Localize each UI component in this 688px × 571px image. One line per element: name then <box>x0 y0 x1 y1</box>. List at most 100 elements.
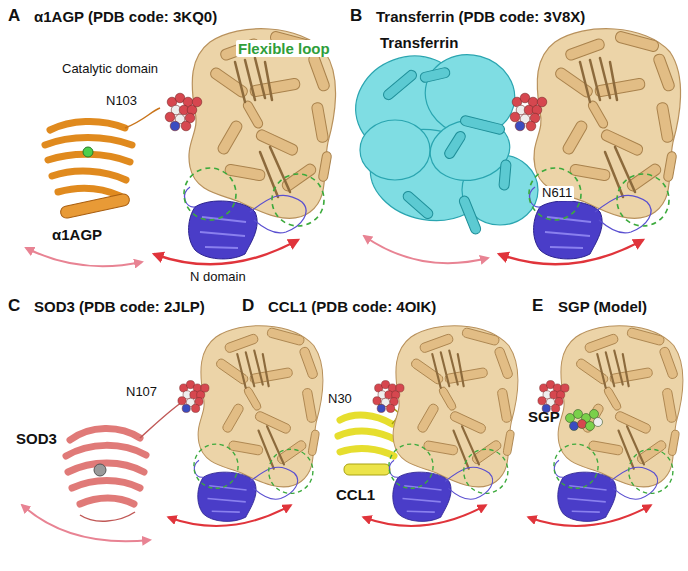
n-domain-helix <box>202 217 246 222</box>
helix <box>443 130 467 161</box>
helix <box>603 386 622 412</box>
sgp-atom <box>594 418 603 427</box>
beta-strand <box>610 62 617 100</box>
loop <box>185 187 195 207</box>
enzyme-structure <box>363 326 517 526</box>
panel-letter: D <box>242 296 254 316</box>
enzyme-structure <box>154 29 336 265</box>
sgp-atom <box>578 420 587 429</box>
n-domain-helix <box>205 247 238 248</box>
motion-arrow <box>363 505 485 526</box>
n-domain-helix <box>569 486 606 490</box>
helix <box>416 403 439 434</box>
helix <box>561 119 589 156</box>
flexible-loop-circle <box>194 444 238 488</box>
n-domain-helix <box>407 510 435 513</box>
glycan-atom <box>510 112 520 122</box>
beta-strand <box>432 354 441 388</box>
helix <box>381 68 418 101</box>
flexible-loop-circle <box>269 449 313 493</box>
protein-label: SOD3 <box>16 430 57 447</box>
loop <box>445 467 493 499</box>
motion-arrow <box>168 505 290 526</box>
panel-title: SGP (Model) <box>558 298 647 315</box>
panel-title: SOD3 (PDB code: 2JLP) <box>34 298 205 315</box>
linker <box>125 108 160 128</box>
sgp-model <box>566 410 603 431</box>
helix <box>594 78 645 98</box>
glycan-atom <box>526 121 536 131</box>
helix <box>461 327 500 346</box>
motion-arrow <box>26 248 142 266</box>
protein-label: α1AGP <box>52 226 102 243</box>
loop <box>194 460 203 477</box>
metal-ion <box>94 464 106 476</box>
beta-strand <box>58 189 120 196</box>
n-domain-helix <box>208 499 246 502</box>
helix <box>438 386 457 412</box>
residue-label: Catalytic domain <box>60 62 160 77</box>
linker <box>140 400 185 438</box>
beta-strand <box>235 62 245 102</box>
glycan-atom <box>201 384 209 392</box>
loop <box>389 460 398 477</box>
flexible-loop-circle <box>184 168 236 220</box>
glycan-atom <box>181 121 191 131</box>
n-domain-helix <box>545 232 590 236</box>
helix <box>221 403 244 434</box>
glycan-atom <box>377 404 385 412</box>
beta-strand <box>623 354 629 386</box>
beta-strand <box>263 354 269 386</box>
motion-arrow <box>364 236 488 263</box>
helix <box>307 53 330 92</box>
n-domain <box>189 201 258 259</box>
beta-strand <box>45 138 132 146</box>
beta-strand <box>338 431 396 440</box>
motion-arrow <box>154 240 298 264</box>
flexible-loop-circle <box>389 444 433 488</box>
motion-arrow <box>528 505 650 526</box>
beta-strand <box>590 60 600 100</box>
panel-letter: B <box>350 6 362 26</box>
helix <box>266 327 305 346</box>
beta-strand <box>458 354 464 386</box>
beta-strand <box>606 352 615 386</box>
beta-strand <box>265 62 272 100</box>
beta-strand <box>246 352 255 386</box>
beta-strand <box>340 415 392 424</box>
helix <box>581 403 604 434</box>
residue-label: N611 <box>540 186 574 201</box>
helix <box>626 327 665 346</box>
beta-strand <box>254 351 263 385</box>
glycan-atom <box>170 121 180 131</box>
helix <box>494 346 514 380</box>
n-domain <box>534 201 603 259</box>
sgp-atom <box>570 422 579 431</box>
helix <box>662 388 677 423</box>
loop <box>610 467 658 499</box>
residue-label: N107 <box>124 385 159 400</box>
beta-strand <box>600 58 610 98</box>
beta-strand <box>614 351 623 385</box>
protein-label: Transferrin <box>380 34 458 51</box>
glycan-atom <box>373 397 381 405</box>
beta-strand <box>619 431 634 469</box>
helix <box>445 367 488 384</box>
helix <box>299 346 319 380</box>
catalytic-domain <box>558 326 683 487</box>
glycan-atom <box>561 384 569 392</box>
n-domain-helix <box>212 510 240 513</box>
helix <box>614 30 659 52</box>
ligand <box>83 147 93 157</box>
flexible-loop-circle <box>464 449 508 493</box>
panel-letter: A <box>8 6 20 26</box>
enzyme-structure <box>528 326 682 526</box>
helix <box>458 195 482 236</box>
sgp-atom <box>590 410 599 419</box>
helix <box>401 189 435 220</box>
flexible-loop-circle <box>272 174 324 226</box>
helix <box>663 151 677 182</box>
beta-strand <box>70 428 140 440</box>
beta-strand <box>66 445 146 456</box>
